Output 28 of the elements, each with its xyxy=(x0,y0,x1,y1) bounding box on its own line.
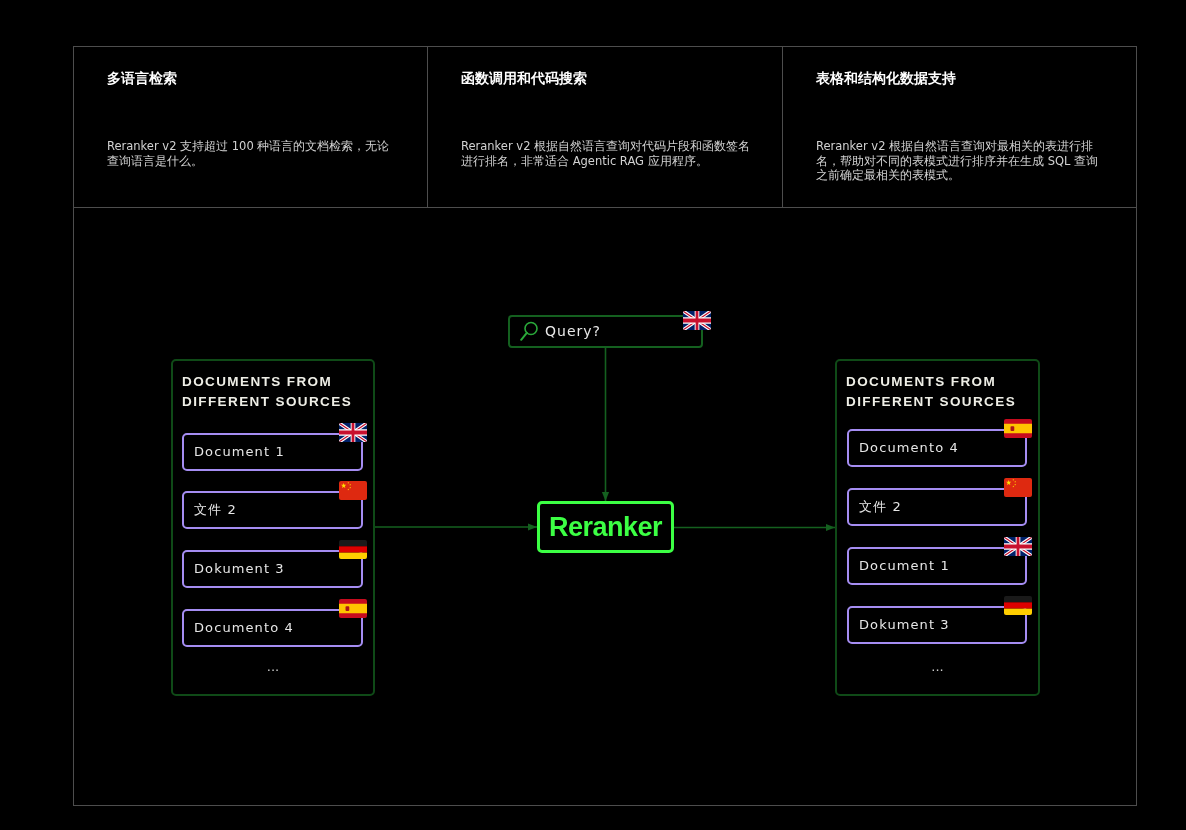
document-name: Document 1 xyxy=(194,443,285,461)
document-name: Dokument 3 xyxy=(859,616,950,634)
document-panel xyxy=(171,359,375,696)
ellipsis: ... xyxy=(930,659,945,675)
document-name: 文件 2 xyxy=(859,498,902,516)
reranker-label: Reranker xyxy=(547,511,664,544)
panel-heading: DOCUMENTS FROM DIFFERENT SOURCES xyxy=(846,373,1018,411)
document-name: 文件 2 xyxy=(194,501,237,519)
reranker-box xyxy=(537,501,674,553)
document-name: Documento 4 xyxy=(859,439,959,457)
query-text: Query? xyxy=(545,322,601,341)
arrow xyxy=(601,347,610,502)
panel-heading: DOCUMENTS FROM DIFFERENT SOURCES xyxy=(182,373,354,411)
feature-cell xyxy=(73,46,428,208)
feature-description: Reranker v2 根据自然语言查询对代码片段和函数签名进行排名，非常适合 Agentic RAG 应用程序。 xyxy=(461,139,752,168)
feature-description: Reranker v2 根据自然语言查询对最相关的表进行排名，帮助对不同的表模式进行排序并在生成 SQL 查询之前确定最相关的表模式。 xyxy=(816,139,1100,183)
document-name: Document 1 xyxy=(859,557,950,575)
feature-cell xyxy=(782,46,1137,208)
feature-title: 多语言检索 xyxy=(107,69,177,87)
feature-title: 表格和结构化数据支持 xyxy=(816,69,956,87)
document-name: Documento 4 xyxy=(194,619,294,637)
arrow xyxy=(673,523,836,532)
feature-title: 函数调用和代码搜索 xyxy=(461,69,587,87)
ellipsis: ... xyxy=(265,659,281,675)
document-name: Dokument 3 xyxy=(194,560,285,578)
document-panel xyxy=(835,359,1040,696)
arrow xyxy=(374,523,538,531)
feature-description: Reranker v2 支持超过 100 种语言的文档检索，无论查询语言是什么。 xyxy=(107,139,391,168)
